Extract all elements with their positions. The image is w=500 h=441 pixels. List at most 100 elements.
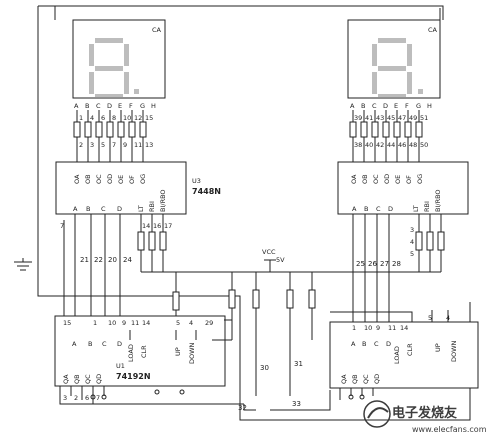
svg-text:D: D [117,205,122,213]
decoder-right-inputs: A B C D [352,205,393,213]
svg-text:46: 46 [398,141,406,149]
svg-text:H: H [427,102,432,110]
svg-text:A: A [74,102,79,110]
decoder-u3-designator: U3 [192,177,201,185]
svg-text:3: 3 [90,141,94,149]
svg-text:D: D [107,102,112,110]
segment-digit-right [372,38,423,97]
svg-text:A: A [351,340,356,348]
svg-text:QD: QD [373,374,381,384]
svg-text:45: 45 [387,114,395,122]
svg-text:10: 10 [364,324,372,332]
control-resistors-right: 3 4 5 [410,214,445,272]
svg-text:B: B [88,340,92,348]
vcc-rail: VCC 5V [141,248,441,273]
counter-right: 1 10 9 11 14 5 4 A B C D LOAD CLR UP DOW… [329,314,479,389]
counter-u1-part: 74192N [116,372,151,381]
watermark-url: www.elecfans.com [412,425,487,434]
svg-text:5: 5 [428,314,432,322]
svg-text:OC: OC [372,174,380,184]
svg-text:11: 11 [134,141,142,149]
svg-text:10: 10 [108,319,116,327]
svg-text:40: 40 [365,141,373,149]
svg-text:1: 1 [79,114,83,122]
counter-right-inputs: A B C D LOAD CLR UP DOWN [351,340,458,364]
resistor-array-right: 39 41 43 45 47 49 51 38 40 42 44 46 48 5… [349,110,428,162]
watermark: 电子发烧友 www.elecfans.com [363,400,487,434]
svg-text:26: 26 [368,260,377,268]
svg-text:QA: QA [62,374,70,384]
resistor-array-left: 1 4 6 8 10 12 15 2 3 5 7 9 11 13 [73,110,153,162]
decoder-u3-inputs: A B C D [73,205,122,213]
display-left-label: CA [152,26,162,34]
counter-u1-top-pins: 15 1 10 9 11 14 5 4 29 [63,319,213,327]
svg-text:15: 15 [63,319,71,327]
counter-right-outputs: QA QB QC QD [340,374,381,384]
svg-text:DOWN: DOWN [450,340,458,362]
svg-text:38: 38 [354,141,362,149]
svg-text:17: 17 [164,222,172,230]
svg-text:7: 7 [96,394,100,402]
svg-text:1: 1 [352,324,356,332]
svg-text:OG: OG [416,174,424,184]
svg-text:39: 39 [354,114,362,122]
svg-text:QA: QA [340,374,348,384]
bus-left: 21 22 20 24 7 [60,214,132,316]
svg-text:B: B [362,340,366,348]
svg-text:1: 1 [93,319,97,327]
frame-wires [14,5,471,421]
svg-text:LOAD: LOAD [127,344,135,362]
svg-text:42: 42 [376,141,384,149]
svg-text:7: 7 [112,141,116,149]
svg-text:B: B [86,205,90,213]
decoder-right: OA OB OC OD OE OF OG LT RBI BI/RBO A B C… [337,161,469,215]
vcc-label: VCC [262,248,276,256]
svg-text:D: D [117,340,122,348]
counter-u1-wiring: 3 2 6 7 [59,319,244,405]
svg-text:C: C [372,102,377,110]
svg-text:3: 3 [63,394,67,402]
svg-text:41: 41 [365,114,373,122]
decoder-u3: OA OB OC OD OE OF OG LT RBI BI/RBO A B C… [55,161,221,215]
counter-u1-outputs: QA QB QC QD [62,374,103,384]
svg-text:27: 27 [380,260,389,268]
svg-text:14: 14 [142,222,150,230]
svg-text:B: B [364,205,368,213]
svg-text:48: 48 [409,141,417,149]
svg-text:UP: UP [434,343,442,352]
svg-text:9: 9 [122,319,126,327]
svg-text:B: B [361,102,365,110]
svg-text:5: 5 [176,319,180,327]
svg-text:11: 11 [131,319,139,327]
svg-text:10: 10 [123,114,131,122]
svg-text:A: A [73,205,78,213]
svg-text:QB: QB [351,374,359,384]
svg-text:9: 9 [123,141,127,149]
svg-text:A: A [72,340,77,348]
svg-text:E: E [118,102,122,110]
svg-text:24: 24 [123,256,132,264]
display-left: CA A B C D E F G H [72,19,166,110]
svg-text:C: C [376,205,381,213]
decoder-right-outputs: OA OB OC OD OE OF OG [350,174,424,184]
svg-text:28: 28 [392,260,401,268]
display-right-label: CA [428,26,438,34]
decoder-u3-controls: LT RBI BI/RBO [137,189,167,212]
svg-text:LT: LT [412,205,420,212]
svg-text:7: 7 [60,222,64,230]
net-30: 30 [260,364,269,372]
svg-text:RBI: RBI [148,201,156,212]
net-32: 32 [238,404,247,412]
svg-text:D: D [386,340,391,348]
net-labels: 30 31 32 33 [212,339,331,412]
svg-text:QC: QC [84,374,92,384]
svg-text:4: 4 [189,319,193,327]
svg-text:OG: OG [139,174,147,184]
svg-text:29: 29 [205,319,213,327]
bus-right: 25 26 27 28 [352,214,401,322]
svg-text:QB: QB [73,374,81,384]
svg-text:9: 9 [376,324,380,332]
svg-text:OD: OD [383,174,391,184]
decoder-u3-part: 7448N [192,187,221,196]
svg-text:OA: OA [73,174,81,184]
